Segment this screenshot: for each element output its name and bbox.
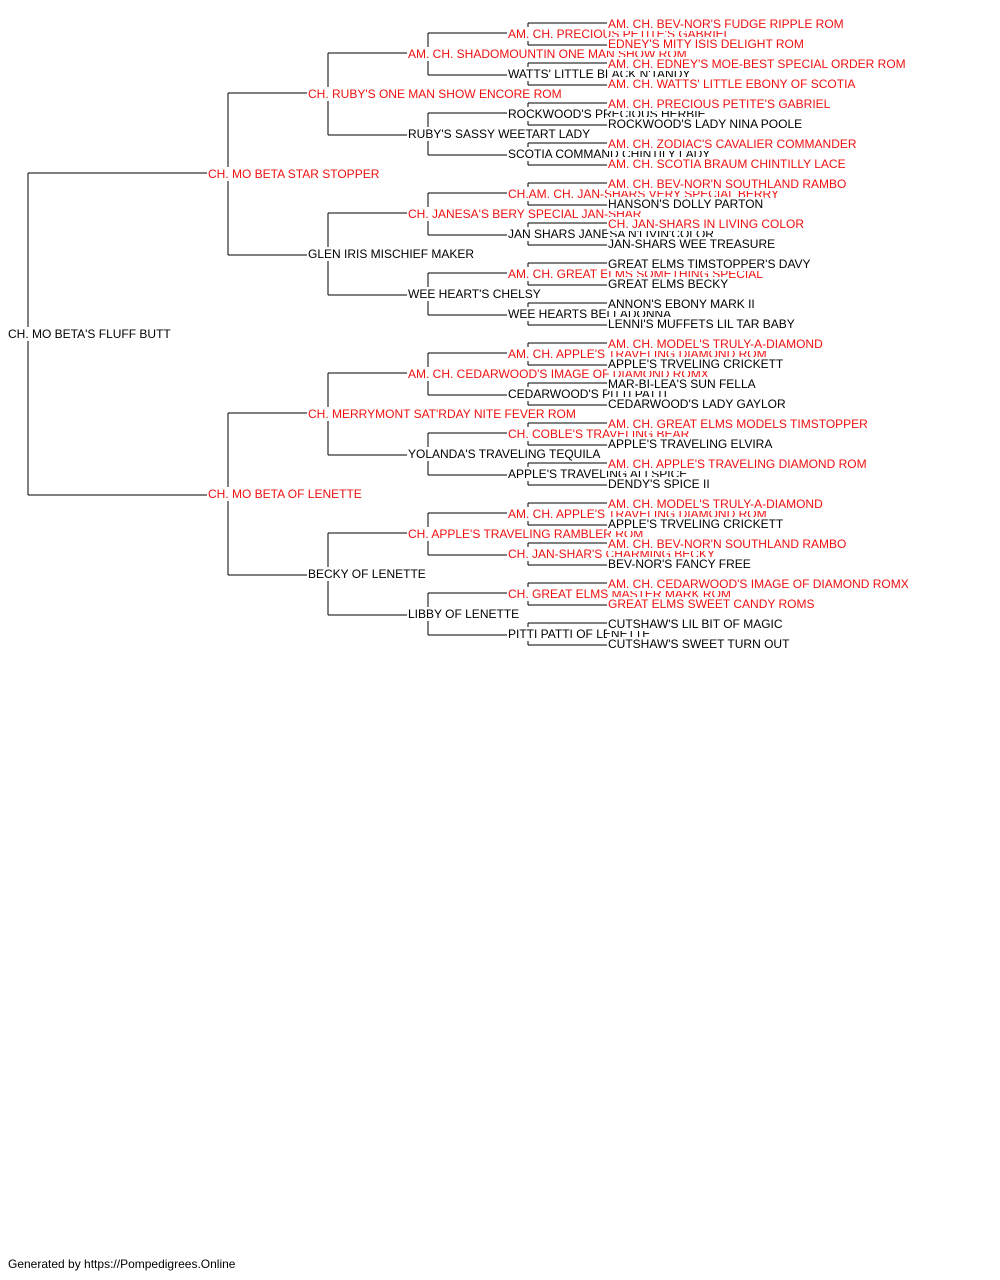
pedigree-entry: CH. MO BETA'S FLUFF BUTT	[7, 327, 172, 341]
pedigree-entry: AM. CH. APPLE'S TRAVELING DIAMOND ROM	[607, 457, 868, 471]
pedigree-entry: GLEN IRIS MISCHIEF MAKER	[307, 247, 476, 261]
pedigree-entry: RUBY'S SASSY WEETART LADY	[407, 127, 592, 141]
pedigree-entry: AM. CH. SCOTIA BRAUM CHINTILLY LACE	[607, 157, 847, 171]
pedigree-entry: ROCKWOOD'S LADY NINA POOLE	[607, 117, 804, 131]
pedigree-entry: LENNI'S MUFFETS LIL TAR BABY	[607, 317, 796, 331]
pedigree-entry: YOLANDA'S TRAVELING TEQUILA	[407, 447, 602, 461]
pedigree-entry: AM. CH. MODEL'S TRULY-A-DIAMOND	[607, 497, 824, 511]
pedigree-entry: DENDY'S SPICE II	[607, 477, 711, 491]
pedigree-entry: AM. CH. GREAT ELMS MODELS TIMSTOPPER	[607, 417, 869, 431]
pedigree-entry: CH. JAN-SHARS IN LIVING COLOR	[607, 217, 806, 231]
pedigree-entry: CH. JANESA'S BERY SPECIAL JAN-SHAR	[407, 207, 643, 221]
pedigree-entry: GREAT ELMS TIMSTOPPER'S DAVY	[607, 257, 812, 271]
pedigree-entry: ANNON'S EBONY MARK II	[607, 297, 756, 311]
pedigree-entry: MAR-BI-LEA'S SUN FELLA	[607, 377, 757, 391]
pedigree-entry: AM. CH. EDNEY'S MOE-BEST SPECIAL ORDER R…	[607, 57, 907, 71]
pedigree-entry: APPLE'S TRVELING CRICKETT	[607, 517, 785, 531]
pedigree-entry: CH. MO BETA OF LENETTE	[207, 487, 363, 501]
pedigree-entry: CUTSHAW'S SWEET TURN OUT	[607, 637, 791, 651]
pedigree-entry: CH. MERRYMONT SAT'RDAY NITE FEVER ROM	[307, 407, 577, 421]
generated-by-footer: Generated by https://Pompedigrees.Online	[8, 1257, 236, 1271]
pedigree-entry: CUTSHAW'S LIL BIT OF MAGIC	[607, 617, 784, 631]
pedigree-entry: JAN-SHARS WEE TREASURE	[607, 237, 777, 251]
pedigree-entry: AM. CH. BEV-NOR'N SOUTHLAND RAMBO	[607, 537, 848, 551]
pedigree-entry: AM. CH. PRECIOUS PETITE'S GABRIEL	[607, 97, 832, 111]
pedigree-entry: APPLE'S TRAVELING ELVIRA	[607, 437, 774, 451]
pedigree-entry: HANSON'S DOLLY PARTON	[607, 197, 765, 211]
pedigree-entry: GREAT ELMS SWEET CANDY ROMS	[607, 597, 816, 611]
pedigree-entry: EDNEY'S MITY ISIS DELIGHT ROM	[607, 37, 805, 51]
pedigree-entry: CH. APPLE'S TRAVELING RAMBLER ROM	[407, 527, 645, 541]
pedigree-entry: AM. CH. MODEL'S TRULY-A-DIAMOND	[607, 337, 824, 351]
pedigree-entry: CEDARWOOD'S LADY GAYLOR	[607, 397, 787, 411]
pedigree-entry: BECKY OF LENETTE	[307, 567, 427, 581]
pedigree-entry: AM. CH. BEV-NOR'S FUDGE RIPPLE ROM	[607, 17, 845, 31]
pedigree-entry: APPLE'S TRVELING CRICKETT	[607, 357, 785, 371]
pedigree-entry: LIBBY OF LENETTE	[407, 607, 521, 621]
pedigree-entry: CH. RUBY'S ONE MAN SHOW ENCORE ROM	[307, 87, 563, 101]
pedigree-entry: AM. CH. ZODIAC'S CAVALIER COMMANDER	[607, 137, 858, 151]
pedigree-entry: AM. CH. CEDARWOOD'S IMAGE OF DIAMOND ROM…	[607, 577, 910, 591]
pedigree-entry: AM. CH. BEV-NOR'N SOUTHLAND RAMBO	[607, 177, 848, 191]
pedigree-entry: GREAT ELMS BECKY	[607, 277, 730, 291]
pedigree-entry: CH. MO BETA STAR STOPPER	[207, 167, 381, 181]
pedigree-entry: AM. CH. WATTS' LITTLE EBONY OF SCOTIA	[607, 77, 857, 91]
pedigree-entry: BEV-NOR'S FANCY FREE	[607, 557, 752, 571]
pedigree-entry: WEE HEART'S CHELSY	[407, 287, 542, 301]
